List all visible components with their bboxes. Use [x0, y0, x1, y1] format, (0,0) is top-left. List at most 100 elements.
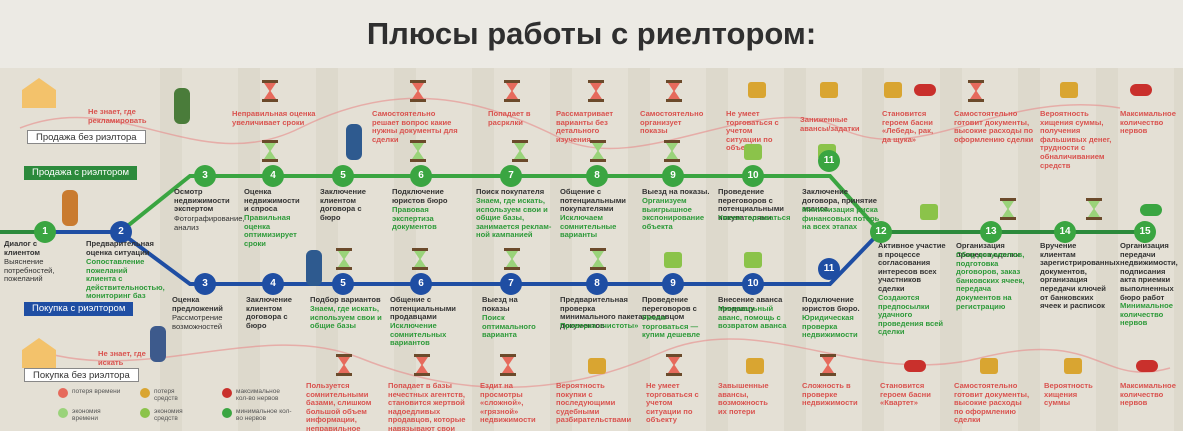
hourglass-green-icon [58, 408, 68, 418]
bottom-note: Вероятность покупки с последующими судеб… [556, 381, 632, 425]
step-detail: Создаются предпосылки удачного проведени… [878, 293, 944, 337]
coins-green-icon [140, 408, 150, 418]
step-detail: Рассмотрение возможностей [172, 313, 223, 331]
step-title: Подбор вариантов [310, 295, 381, 304]
legend-label: максимальное кол-во нервов [236, 388, 280, 402]
step-detail: Знаем, где искать, используем свои и общ… [476, 196, 552, 240]
person-icon [150, 326, 166, 362]
step-title: Выезд на показы. [642, 187, 710, 196]
top-note: Рассматривает варианты без детального из… [556, 109, 614, 144]
hourglass-green-icon [504, 248, 520, 270]
step-detail: Минимизация риска финансовых потерь на в… [802, 205, 880, 232]
step-detail: Сбор документов, подготовка договоров, з… [956, 250, 1025, 311]
pill-green-icon [1140, 204, 1162, 216]
step-node: 12 [870, 221, 892, 243]
banner-sell-without: Продажа без риэлтора [27, 130, 146, 144]
header: Плюсы работы с риелтором: [0, 0, 1183, 68]
hourglass-green-icon [336, 248, 352, 270]
step-node: 7 [500, 165, 522, 187]
top-note: Самостоятельно организует показы [640, 109, 704, 136]
step-detail: Правильная оценка оптимизирует сроки [244, 213, 297, 248]
hourglass-red-icon [262, 80, 278, 102]
step-node: 1 [34, 221, 56, 243]
realtor-icon [346, 124, 362, 160]
step-node: 3 [194, 273, 216, 295]
coins-red-icon [746, 358, 764, 374]
hourglass-green-icon [1000, 198, 1016, 220]
step-title: Организация передачи недвижимости, подпи… [1120, 241, 1178, 302]
legend-label: экономия времени [72, 408, 101, 422]
bottom-note: Завышенные авансы, возможность их потери [718, 381, 769, 416]
hourglass-green-icon [410, 140, 426, 162]
hourglass-green-icon [512, 140, 528, 162]
step-node: 9 [662, 273, 684, 295]
step-detail: Исключение сомнительных вариантов [390, 321, 447, 348]
coins-green-icon [744, 252, 762, 268]
background-stripe [628, 68, 650, 431]
hourglass-red-icon [504, 80, 520, 102]
step-title: Подключение юристов бюро. [802, 295, 860, 313]
top-note: Не умеет торговаться с учетом ситуации п… [726, 109, 779, 153]
legend-label: минимальное кол-во нервов [236, 408, 292, 422]
step-title: Диалог с клиентом [4, 239, 40, 257]
step-node: 10 [742, 165, 764, 187]
background-stripe [550, 68, 572, 431]
hourglass-green-icon [590, 140, 606, 162]
step-node: 11 [818, 258, 840, 280]
step-detail: Юридическая проверка недвижимости [802, 313, 858, 340]
top-note: Вероятность хищения суммы, получения фал… [1040, 109, 1112, 170]
pill-red-icon [1136, 360, 1158, 372]
step-title: Выезд на показы [482, 295, 518, 313]
background-stripe [316, 68, 338, 431]
coins-red-icon [884, 82, 902, 98]
person-icon [174, 88, 190, 124]
coins-green-icon [744, 144, 762, 160]
step-detail: Поиск оптимального варианта [482, 313, 536, 340]
top-note: Становится героем басни «Лебедь, рак, да… [882, 109, 934, 144]
hourglass-red-icon [336, 354, 352, 376]
pill-red-icon [222, 388, 232, 398]
step-detail: Минимальный аванс, помощь с возвратом ав… [718, 304, 787, 331]
note-buy-without: Не знает, где искать [98, 349, 146, 367]
hourglass-green-icon [664, 140, 680, 162]
step-title: Общение с потенциальными покупателями [560, 187, 626, 214]
hourglass-red-icon [666, 354, 682, 376]
hourglass-red-icon [820, 354, 836, 376]
legend-label: потеря средств [154, 388, 178, 402]
bottom-note: Максимальное количество нервов [1120, 381, 1176, 408]
banner-buy-without: Покупка без риэлтора [24, 368, 139, 382]
bottom-note: Сложность в проверке недвижимости [802, 381, 858, 408]
step-node: 4 [262, 165, 284, 187]
step-node: 11 [818, 150, 840, 172]
step-node: 6 [410, 165, 432, 187]
coins-red-icon [1064, 358, 1082, 374]
hourglass-red-icon [58, 388, 68, 398]
top-note: Самостоятельно готовит документы, высоки… [954, 109, 1034, 144]
bottom-note: Не умеет торговаться с учетом ситуации п… [646, 381, 699, 425]
step-detail: Проверка «чистоты» [560, 321, 639, 330]
hourglass-red-icon [666, 80, 682, 102]
step-node: 7 [500, 273, 522, 295]
step-detail: Исключаем сомнительные варианты [560, 213, 617, 240]
banner-sell-with: Продажа с риэлтором [24, 166, 138, 180]
background-stripe [940, 68, 962, 431]
coins-red-icon [140, 388, 150, 398]
background-stripe [784, 68, 806, 431]
top-note: Заниженные авансы/задатки [800, 115, 860, 133]
legend-label: потеря времени [72, 388, 121, 395]
background-stripe [862, 68, 884, 431]
hourglass-green-icon [1086, 198, 1102, 220]
coins-red-icon [820, 82, 838, 98]
person-icon [62, 190, 78, 226]
step-title: Внесение аванса продавцу [718, 295, 783, 313]
step-title: Оценка предложений [172, 295, 223, 313]
bottom-note: Становится героем басни «Квартет» [880, 381, 931, 408]
hourglass-red-icon [414, 354, 430, 376]
bottom-note: Пользуется сомнительными базами, слишком… [306, 381, 372, 431]
step-title: Предварительная проверка минимального па… [560, 295, 643, 330]
step-node: 6 [410, 273, 432, 295]
banner-buy-with: Покупка с риэлтором [24, 302, 134, 316]
hourglass-green-icon [590, 248, 606, 270]
coins-red-icon [588, 358, 606, 374]
pill-red-icon [904, 360, 926, 372]
